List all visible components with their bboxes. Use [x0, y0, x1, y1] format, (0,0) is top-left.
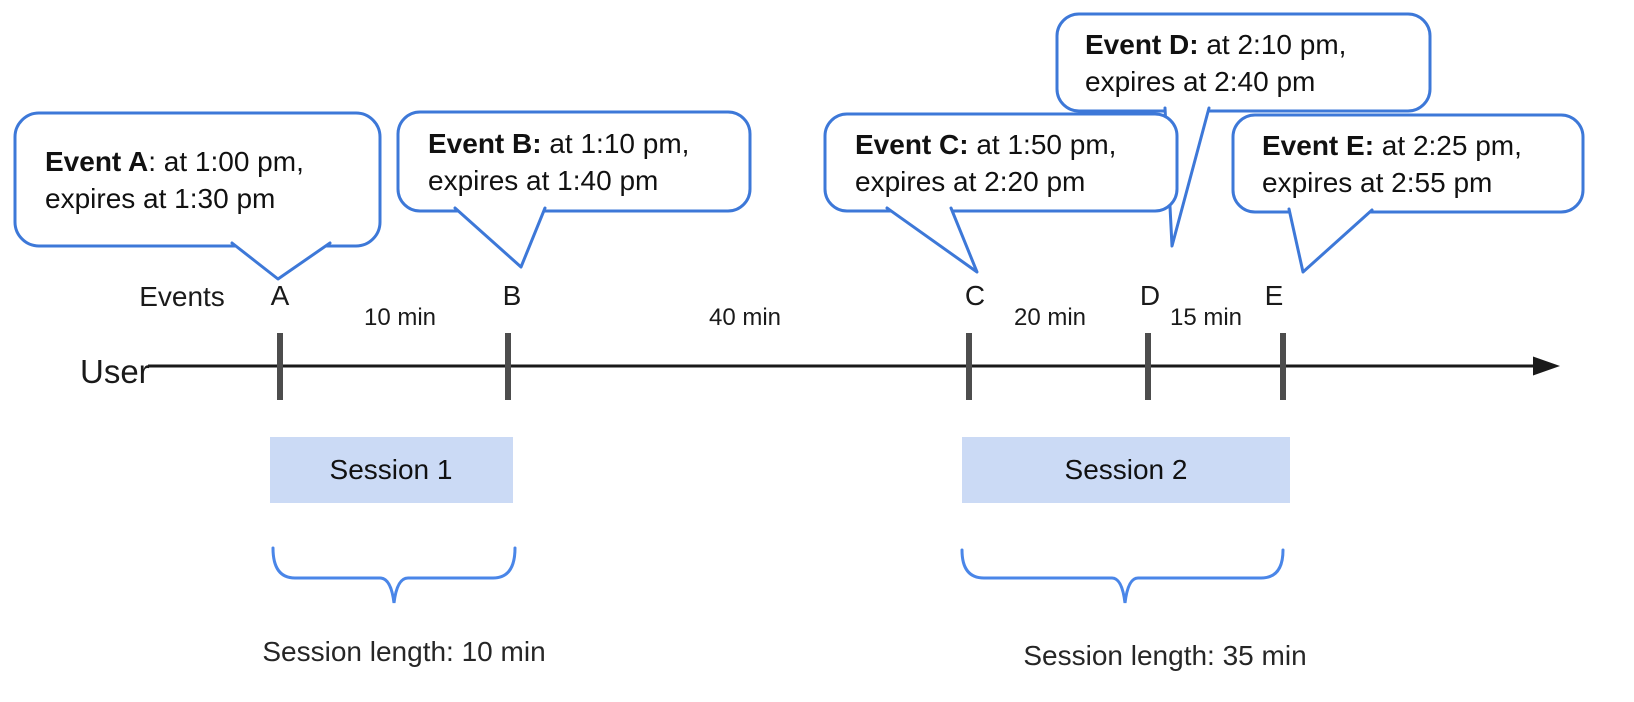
event-a-name: Event A — [45, 145, 149, 177]
event-letter-d: D — [1139, 280, 1161, 311]
event-a-time: : at 1:00 pm, — [148, 145, 304, 177]
speech-bubble-c-text: Event C: at 1:50 pm, expires at 2:20 pm — [825, 114, 1177, 211]
event-e-expiry: expires at 2:55 pm — [1262, 166, 1493, 198]
speech-bubble-e-text: Event E: at 2:25 pm, expires at 2:55 pm — [1233, 115, 1583, 212]
event-letter-b: B — [502, 280, 522, 311]
session-2-brace — [960, 548, 1285, 604]
event-tick-e — [1280, 333, 1286, 400]
speech-bubble-c-tail — [885, 206, 979, 274]
event-letter-a: A — [270, 280, 290, 311]
speech-bubble-e-shape — [1231, 113, 1585, 214]
event-d-name: Event D: — [1085, 28, 1199, 60]
event-tick-b — [505, 333, 511, 400]
session-1-label: Session 1 — [329, 454, 453, 485]
gap-label-d-e: 15 min — [1169, 304, 1243, 331]
speech-bubble-d-text: Event D: at 2:10 pm, expires at 2:40 pm — [1057, 14, 1430, 111]
event-a-expiry: expires at 1:30 pm — [45, 182, 276, 214]
event-e-time: at 2:25 pm, — [1374, 129, 1522, 161]
events-label: Events — [139, 281, 225, 312]
event-b-time: at 1:10 pm, — [541, 127, 690, 159]
session-1-brace — [271, 546, 517, 604]
event-letter-e: E — [1264, 280, 1284, 311]
event-tick-a — [277, 333, 283, 400]
event-c-time: at 1:50 pm, — [968, 128, 1117, 160]
speech-bubble-a-tail — [230, 241, 332, 281]
event-d-expiry: expires at 2:40 pm — [1085, 65, 1316, 97]
event-b-expiry: expires at 1:40 pm — [428, 164, 659, 196]
event-tick-c — [966, 333, 972, 400]
speech-bubble-a-text: Event A: at 1:00 pm, expires at 1:30 pm — [15, 113, 380, 246]
speech-bubble-b-shape — [396, 110, 752, 213]
event-d-time: at 2:10 pm, — [1198, 28, 1347, 60]
speech-bubble-b-text: Event B: at 1:10 pm, expires at 1:40 pm — [398, 112, 750, 211]
speech-bubble-c-shape — [823, 112, 1179, 213]
event-e-name: Event E: — [1262, 129, 1375, 161]
session-1-length-label: Session length: 10 min — [262, 636, 546, 667]
speech-bubble-e-tail — [1287, 207, 1374, 274]
session-2-label: Session 2 — [1064, 454, 1188, 485]
speech-bubble-a-shape — [13, 111, 382, 248]
session-2-box — [962, 437, 1290, 503]
event-letter-c: C — [964, 280, 986, 311]
user-label: User — [80, 353, 150, 390]
speech-bubble-d-shape — [1055, 12, 1432, 113]
gap-label-c-d: 20 min — [1013, 304, 1087, 331]
event-c-expiry: expires at 2:20 pm — [855, 165, 1086, 197]
session-1-box — [270, 437, 513, 503]
timeline-arrowhead-icon — [1533, 356, 1560, 376]
gap-label-b-c: 40 min — [708, 304, 782, 331]
event-c-name: Event C: — [855, 128, 969, 160]
event-tick-d — [1145, 333, 1151, 400]
event-b-name: Event B: — [428, 127, 542, 159]
session-2-length-label: Session length: 35 min — [1023, 640, 1307, 671]
gap-label-a-b: 10 min — [363, 304, 437, 331]
speech-bubble-b-tail — [453, 206, 547, 269]
